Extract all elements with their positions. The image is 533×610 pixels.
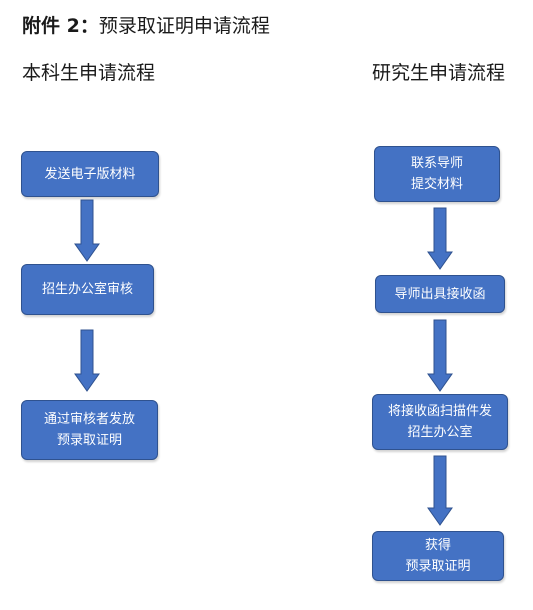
- step-text-line1: 联系导师: [410, 156, 463, 171]
- step-text-line2: 招生办公室: [407, 425, 473, 440]
- step-text-line1: 将接收函扫描件发: [387, 404, 492, 419]
- undergrad-step-3: 通过审核者发放 预录取证明: [21, 400, 158, 460]
- graduate-step-4: 获得 预录取证明: [372, 531, 504, 581]
- page-title: 附件 2：预录取证明申请流程: [22, 13, 270, 39]
- step-text-line2: 预录取证明: [56, 433, 122, 448]
- attachment-label: 附件 2：: [22, 15, 99, 37]
- step-text: 招生办公室审核: [41, 282, 133, 297]
- graduate-heading: 研究生申请流程: [372, 62, 506, 84]
- arrow-down-icon: [427, 455, 453, 526]
- arrow-down-icon: [74, 199, 100, 262]
- graduate-step-3: 将接收函扫描件发 招生办公室: [372, 394, 508, 450]
- title-text: 预录取证明申请流程: [98, 15, 270, 37]
- graduate-step-2: 导师出具接收函: [375, 275, 505, 313]
- step-text: 导师出具接收函: [394, 286, 486, 302]
- step-text: 发送电子版材料: [44, 166, 136, 182]
- undergrad-heading: 本科生申请流程: [22, 62, 156, 84]
- step-text-line2: 预录取证明: [405, 559, 471, 574]
- undergrad-step-2: 招生办公室审核: [21, 264, 154, 315]
- step-text-line1: 通过审核者发放: [43, 412, 135, 427]
- arrow-down-icon: [427, 319, 453, 392]
- arrow-down-icon: [74, 329, 100, 392]
- graduate-step-1: 联系导师 提交材料: [374, 146, 500, 202]
- undergrad-step-1: 发送电子版材料: [21, 151, 159, 197]
- step-text-line1: 获得: [424, 538, 451, 553]
- step-text-line2: 提交材料: [410, 177, 463, 192]
- arrow-down-icon: [427, 207, 453, 270]
